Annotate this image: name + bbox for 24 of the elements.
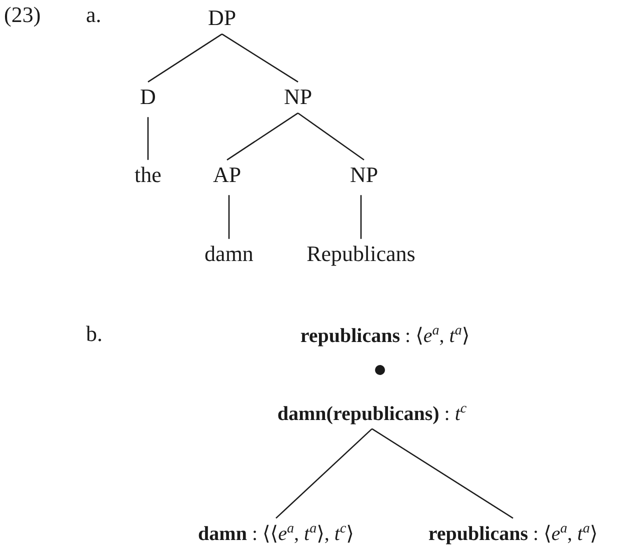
tree-node-label: NP [350, 162, 378, 188]
tree-node-label: damn(republicans) : t$^{c}$ [277, 401, 467, 425]
tree-branch [372, 428, 514, 519]
tree-branch [147, 117, 149, 160]
tree-node-label: damn [204, 242, 254, 266]
tree-node-label: D [140, 84, 156, 110]
tree-node-label: DP [208, 6, 236, 30]
tree-node-label: Republicans [306, 242, 416, 266]
tree-branch [148, 34, 222, 82]
example-number: b. [86, 322, 102, 346]
tree-branch [226, 112, 298, 160]
tree-node-label: damn : ⟨⟨e$^{a}$, t$^{a}$⟩, t$^{c}$⟩ [198, 521, 354, 545]
tree-branch [228, 195, 230, 239]
tree-branch [360, 195, 362, 239]
tree-node-label: AP [212, 162, 242, 188]
tree-branch [298, 112, 364, 160]
tree-branch [276, 428, 372, 519]
tree-node-label: republicans : ⟨e$^{a}$, t$^{a}$⟩ [428, 521, 598, 545]
tree-node-label: NP [284, 84, 312, 110]
example-number: a. [86, 3, 102, 28]
tree-branch [222, 34, 298, 82]
example-number: (23) [4, 3, 41, 28]
tree-node-label: republicans : ⟨e$^{a}$, t$^{a}$⟩ [300, 323, 470, 347]
tree-node-label: the [134, 162, 162, 188]
